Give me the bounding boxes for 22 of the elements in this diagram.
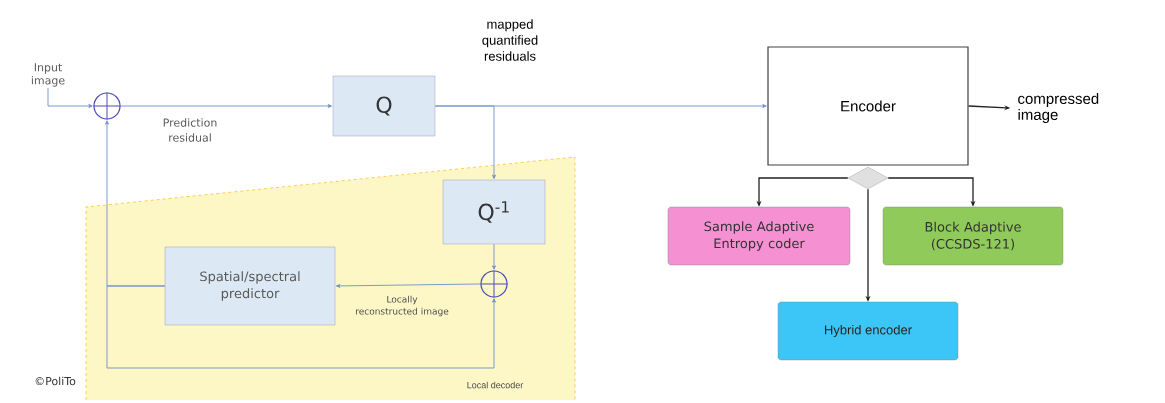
arrow [492,243,496,270]
arrow [47,87,93,108]
arrow [106,285,496,369]
arrow [335,283,481,288]
edge-label: mapped quantified residuals [482,19,538,61]
coder-box: Block Adaptive (CCSDS-121) [882,206,1064,266]
adder-symbol [479,269,509,299]
copyright-note: ©PoliTo [35,376,76,386]
quantizer-box: Q [332,75,436,137]
edge-label: Locally reconstructed image [356,295,449,317]
encoder-box: Encoder [767,46,969,166]
coder-box: Hybrid encoder [777,301,959,361]
arrow [120,104,333,108]
input-label: Input image [31,63,65,87]
arrow [434,105,496,180]
adder-symbol [92,91,122,121]
output-label: compressed image [1018,93,1099,123]
junction-diamond [847,166,889,190]
predictor-box: Spatial/spectral predictor [164,246,336,326]
inverse-quantizer-box: Q$^{-1}$ [442,179,546,245]
coder-box: Sample Adaptive Entropy coder [667,206,851,266]
edge-label: Prediction residual [163,118,217,142]
